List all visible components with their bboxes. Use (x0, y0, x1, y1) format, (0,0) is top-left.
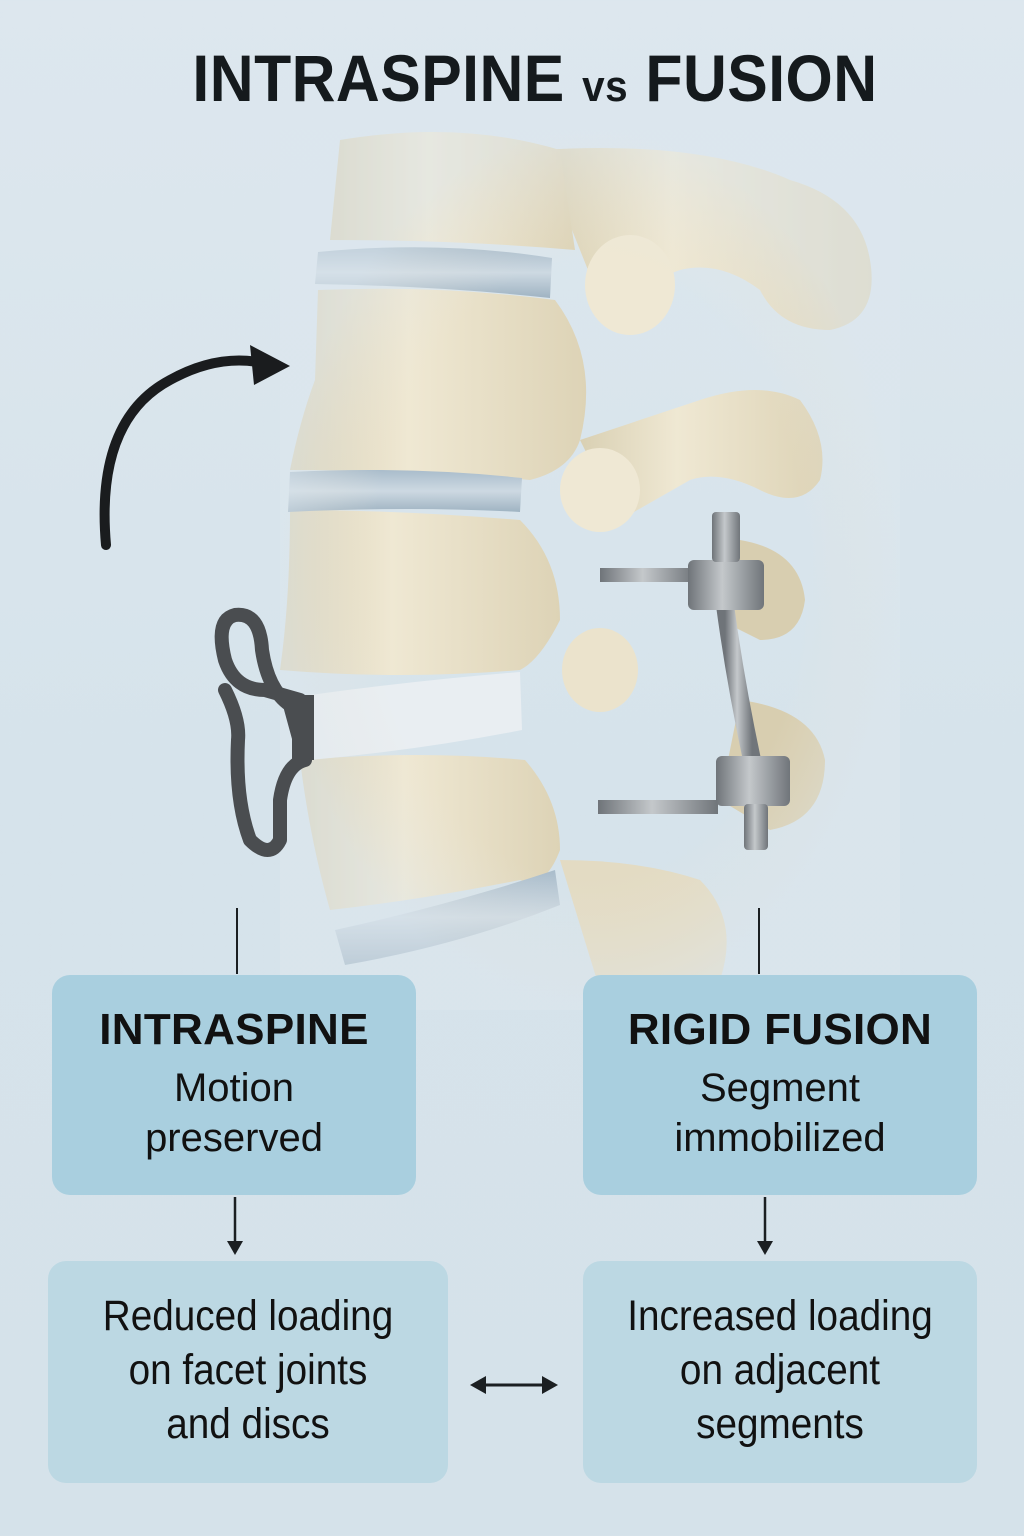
double-headed-arrow-icon (470, 1376, 558, 1394)
page-title: INTRASPINE vs FUSION (43, 40, 1024, 116)
fusion-result-box: Increased loading on adjacent segments (583, 1261, 977, 1483)
posterior-processes (540, 148, 872, 990)
rigid-fusion-box-subtitle-2: immobilized (674, 1116, 886, 1160)
intraspine-box-title: INTRASPINE (99, 1005, 369, 1054)
fusion-hardware-icon (598, 512, 790, 850)
vertebral-bodies (280, 132, 587, 910)
motion-arrow-icon (99, 345, 290, 550)
fusion-result-line-2: on adjacent (679, 1346, 881, 1394)
rigid-fusion-box-subtitle-1: Segment (699, 1066, 861, 1110)
intraspine-device-icon (214, 607, 312, 857)
left-down-arrow-icon (227, 1197, 243, 1255)
fusion-result-line-1: Increased loading (627, 1292, 933, 1340)
intraspine-result-line-2: on facet joints (128, 1346, 368, 1394)
fusion-result-line-3: segments (696, 1400, 864, 1448)
rigid-fusion-box: RIGID FUSION Segment immobilized (583, 975, 977, 1195)
intervertebral-discs (288, 247, 560, 965)
intraspine-box-subtitle-2: preserved (145, 1116, 323, 1160)
intraspine-result-box: Reduced loading on facet joints and disc… (48, 1261, 448, 1483)
title-left: INTRASPINE (192, 41, 565, 115)
title-vs: vs (582, 62, 629, 111)
rigid-fusion-box-title: RIGID FUSION (627, 1005, 933, 1054)
right-connector-line (758, 908, 760, 974)
right-down-arrow-icon (757, 1197, 773, 1255)
intraspine-result-line-3: and discs (166, 1400, 330, 1448)
intraspine-box-subtitle-1: Motion (173, 1066, 295, 1110)
intraspine-box: INTRASPINE Motion preserved (52, 975, 416, 1195)
intraspine-result-line-1: Reduced loading (102, 1292, 394, 1340)
left-connector-line (236, 908, 238, 974)
title-right: FUSION (645, 41, 878, 115)
